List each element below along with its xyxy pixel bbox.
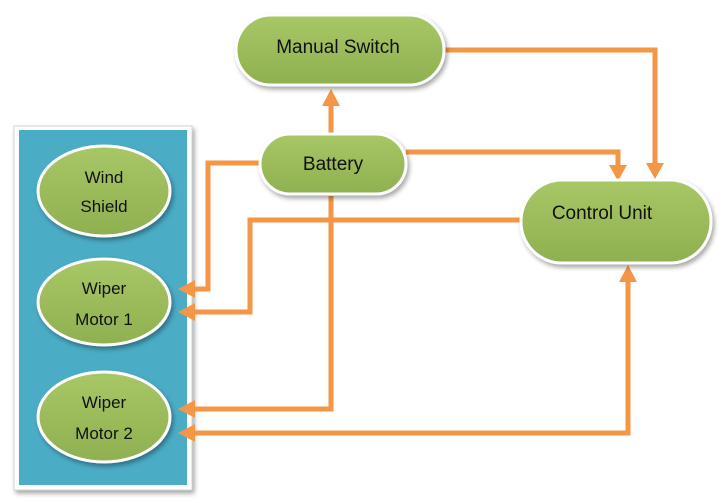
node-label-manual-switch: Manual Switch [276, 37, 400, 58]
connectors [178, 47, 664, 442]
connector-manual-switch-to-control-unit [444, 47, 658, 165]
node-label-wind-shield-line2: Shield [80, 197, 127, 216]
node-manual-switch: Manual Switch [234, 13, 446, 87]
node-label-battery: Battery [303, 154, 364, 175]
node-label-wind-shield-line1: Wind [85, 168, 124, 187]
arrowhead-icon [609, 165, 627, 181]
node-label-wiper-motor-1-line1: Wiper [82, 279, 127, 298]
node-label-wiper-motor-2-line2: Motor 2 [75, 424, 133, 443]
node-wind-shield: Wind Shield [36, 144, 172, 238]
arrowhead-icon [646, 163, 664, 179]
connector-battery-to-wiper-motor-2 [193, 196, 334, 412]
connector-battery-to-control-unit [406, 149, 621, 167]
node-control-unit: Control Unit [519, 178, 713, 265]
connector-control-unit-to-wiper-motor-1 [193, 217, 522, 315]
arrowhead-icon [619, 265, 637, 282]
connector-wiper-motor-2-to-control-unit [193, 280, 631, 436]
connector-battery-to-wiper-motor-1 [193, 160, 262, 292]
arrowhead-icon [178, 400, 195, 418]
node-wiper-motor-2: Wiper Motor 2 [36, 370, 172, 464]
arrowhead-icon [322, 89, 340, 106]
arrowhead-icon [178, 424, 195, 442]
arrowhead-icon [178, 303, 195, 321]
node-label-wiper-motor-1-line2: Motor 1 [75, 310, 133, 329]
node-label-control-unit: Control Unit [552, 203, 653, 224]
node-wiper-motor-1: Wiper Motor 1 [36, 257, 172, 347]
node-battery: Battery [258, 132, 408, 196]
arrowhead-icon [178, 280, 195, 298]
node-label-wiper-motor-2-line1: Wiper [82, 393, 127, 412]
